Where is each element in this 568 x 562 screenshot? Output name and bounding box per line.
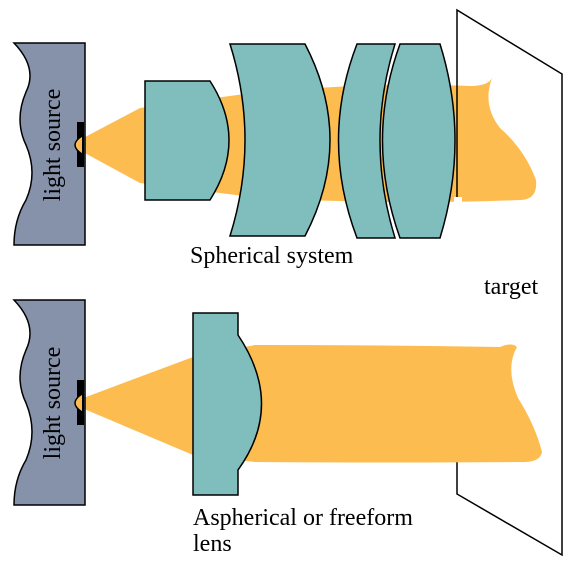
- bottom-caption-line-1: Aspherical or freeform: [193, 505, 413, 531]
- top-emitter-tip: [74, 135, 83, 155]
- top-light-source-housing: [12, 42, 86, 246]
- top-lens-4: [381, 43, 456, 239]
- bottom-light-source-label: light source: [40, 347, 66, 460]
- bottom-light-beam: [70, 344, 542, 463]
- target-label: target: [484, 274, 539, 300]
- bottom-emitter-tip: [74, 393, 83, 413]
- bottom-caption-line-2: lens: [193, 531, 232, 557]
- bottom-aspheric-lens: [192, 312, 263, 496]
- top-lens-2: [228, 43, 331, 237]
- target-screen-gap: [454, 197, 462, 462]
- top-caption: Spherical system: [190, 243, 354, 269]
- top-light-source-label: light source: [40, 89, 66, 202]
- bottom-light-source-housing: [12, 299, 86, 506]
- top-lens-3: [337, 43, 397, 239]
- top-lens-1: [144, 80, 230, 201]
